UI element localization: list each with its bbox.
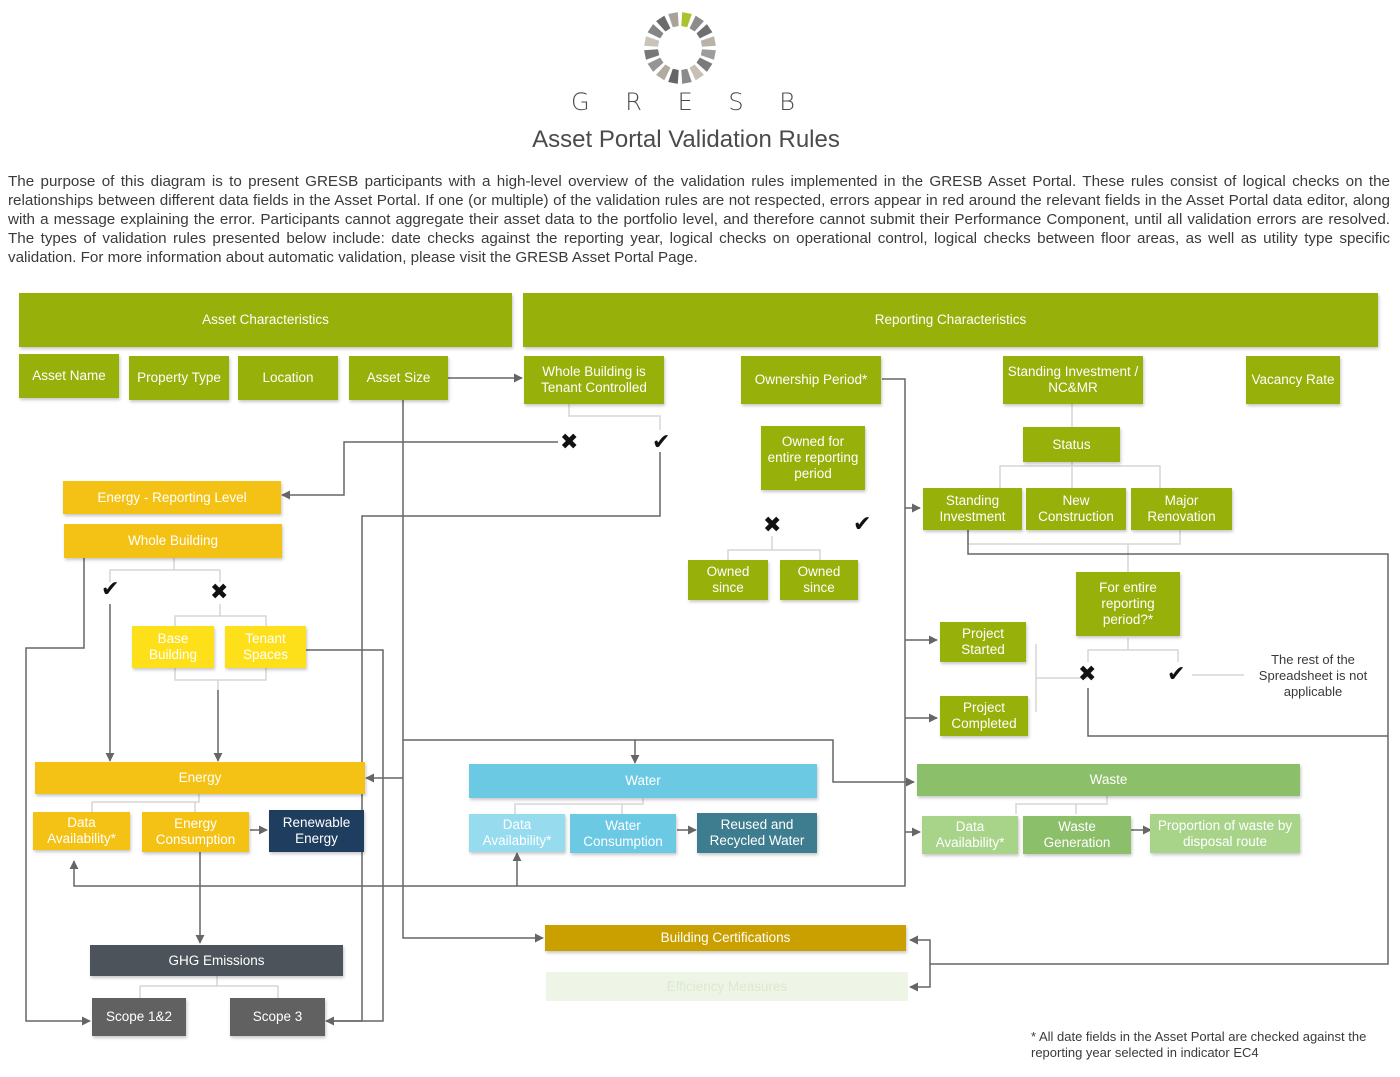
- building-certifications-box: Building Certifications: [545, 925, 906, 951]
- yes-mark-tenant-controlled: ✔: [652, 429, 671, 454]
- logo-segment: [668, 68, 679, 84]
- logo-segment: [644, 36, 660, 47]
- logo-segment: [700, 49, 716, 60]
- logo-segment: [700, 36, 716, 47]
- owned-entire-period-box: Owned for entire reporting period: [761, 426, 865, 490]
- ghg-emissions-box: GHG Emissions: [90, 945, 343, 976]
- water-box: Water: [469, 764, 817, 798]
- base-building-box: Base Building: [132, 626, 214, 668]
- gresb-logo: [644, 12, 716, 84]
- logo-segment: [681, 68, 692, 84]
- scope-1-2-box: Scope 1&2: [92, 998, 186, 1036]
- yes-mark-owned-entire: ✔: [853, 511, 872, 536]
- standing-investment-box: Standing Investment: [923, 488, 1022, 530]
- logo-segment: [656, 64, 671, 81]
- yes-mark-whole-building: ✔: [101, 576, 120, 601]
- efficiency-measures-box: Efficiency Measures: [546, 972, 908, 1001]
- waste-data-availability-box: Data Availability*: [922, 816, 1018, 854]
- logo-segment: [647, 57, 664, 72]
- no-mark-tenant-controlled: ✖: [560, 429, 579, 454]
- ownership-period-box: Ownership Period*: [741, 356, 881, 404]
- no-mark-owned-entire: ✖: [763, 512, 782, 537]
- page-title: Asset Portal Validation Rules: [532, 126, 840, 153]
- brand-wordmark: G R E S B: [571, 88, 809, 116]
- energy-reporting-level-box: Energy - Reporting Level: [63, 481, 281, 514]
- logo-segment: [689, 15, 704, 32]
- owned-since-box-1: Owned since: [688, 560, 768, 600]
- not-applicable-note: The rest of the Spreadsheet is not appli…: [1258, 652, 1368, 699]
- vacancy-rate-box: Vacancy Rate: [1246, 356, 1340, 404]
- whole-building-box: Whole Building: [64, 524, 282, 558]
- logo-segment: [668, 12, 679, 28]
- water-consumption-box: Water Consumption: [570, 814, 676, 853]
- logo-segment: [647, 24, 664, 39]
- new-construction-box: New Construction: [1026, 488, 1126, 530]
- logo-segment: [644, 49, 660, 60]
- standing-investment-ncmr-box: Standing Investment / NC&MR: [1003, 356, 1143, 404]
- no-mark-whole-building: ✖: [210, 579, 229, 604]
- yes-mark-entire-period: ✔: [1167, 661, 1186, 686]
- major-renovation-box: Major Renovation: [1131, 488, 1232, 530]
- asset-size-box: Asset Size: [349, 356, 448, 400]
- logo-segment: [681, 12, 692, 28]
- asset-name-box: Asset Name: [19, 354, 119, 398]
- water-data-availability-box: Data Availability*: [469, 814, 565, 852]
- reporting-characteristics-header: Reporting Characteristics: [523, 293, 1378, 347]
- scope-3-box: Scope 3: [230, 998, 325, 1036]
- waste-generation-box: Waste Generation: [1023, 816, 1131, 854]
- logo-segment: [656, 15, 671, 32]
- energy-data-availability-box: Data Availability*: [33, 812, 130, 850]
- intro-paragraph: The purpose of this diagram is to presen…: [8, 173, 1390, 266]
- location-box: Location: [238, 356, 338, 400]
- logo-ring: [644, 12, 716, 84]
- owned-since-box-2: Owned since: [780, 560, 858, 600]
- renewable-energy-box: Renewable Energy: [269, 810, 364, 852]
- logo-segment: [696, 24, 713, 39]
- entire-period-question-box: For entire reporting period?*: [1076, 572, 1180, 636]
- logo-segment: [696, 57, 713, 72]
- waste-disposal-route-box: Proportion of waste by disposal route: [1150, 814, 1300, 853]
- asset-characteristics-header: Asset Characteristics: [19, 293, 512, 347]
- energy-box: Energy: [35, 762, 365, 794]
- reused-recycled-water-box: Reused and Recycled Water: [697, 813, 817, 853]
- waste-box: Waste: [917, 764, 1300, 796]
- project-started-box: Project Started: [940, 622, 1026, 662]
- property-type-box: Property Type: [129, 356, 229, 400]
- project-completed-box: Project Completed: [940, 696, 1028, 736]
- no-mark-entire-period: ✖: [1078, 661, 1097, 686]
- energy-consumption-box: Energy Consumption: [142, 812, 249, 852]
- logo-segment: [689, 64, 704, 81]
- tenant-controlled-box: Whole Building is Tenant Controlled: [524, 356, 664, 404]
- status-box: Status: [1023, 427, 1120, 462]
- tenant-spaces-box: Tenant Spaces: [225, 626, 306, 668]
- footnote: * All date fields in the Asset Portal ar…: [1031, 1029, 1367, 1060]
